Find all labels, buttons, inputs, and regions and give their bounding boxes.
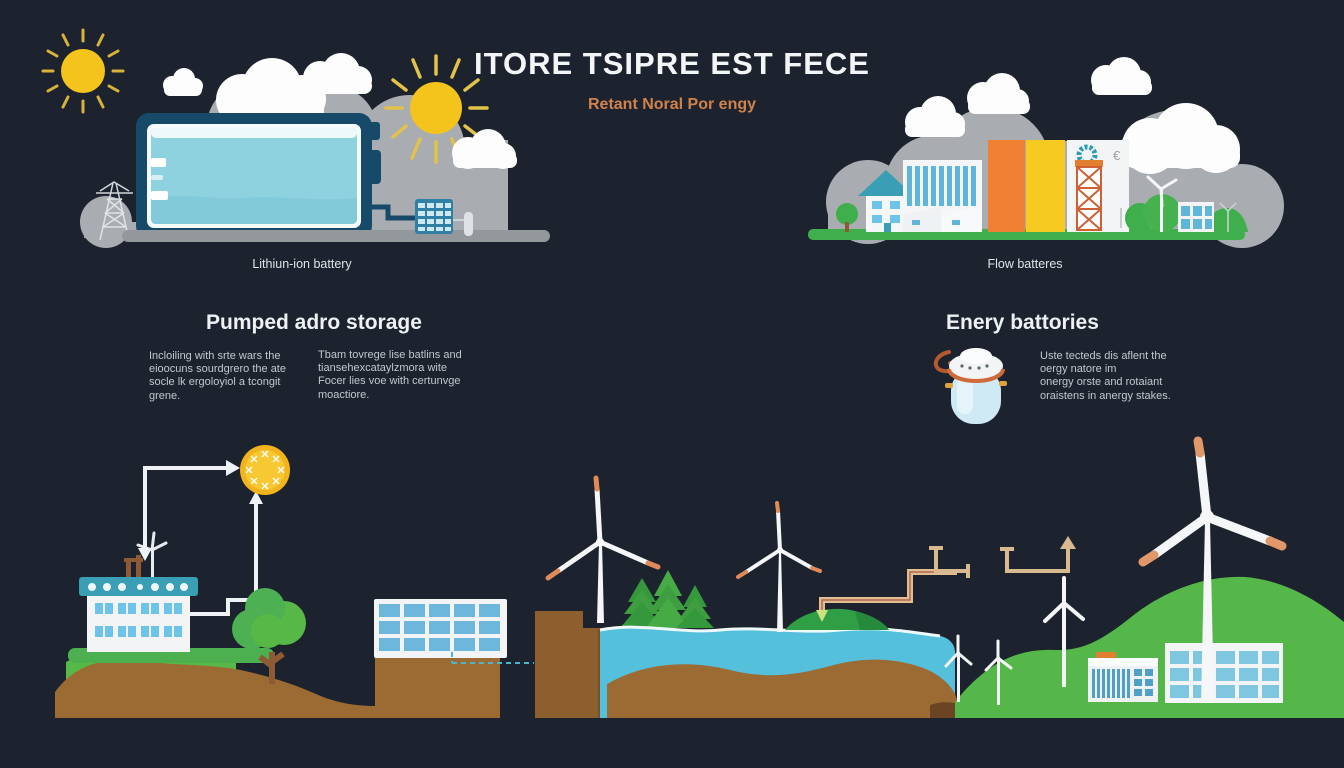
cloud-icon-right (452, 129, 517, 169)
pump-station-building (79, 531, 198, 652)
tree-icon (232, 588, 306, 684)
solar-panel-icon (374, 599, 534, 718)
energy-sun-icon (240, 445, 290, 495)
pumped-storage-col1: Incloiling with srte wars the eioocuns s… (149, 350, 286, 402)
hill-building-large (1165, 643, 1283, 703)
cloud-icon-small (163, 68, 203, 96)
energy-flow-arrows (143, 466, 258, 616)
house-icon-right (1178, 202, 1214, 232)
wind-turbine-icon-2 (736, 501, 822, 632)
pipeline (816, 569, 957, 622)
pumped-storage-heading: Pumped adro storage (206, 311, 422, 334)
energy-batteries-body: Uste tecteds dis aflent the oergy natore… (1040, 350, 1171, 402)
cloud-icons-city (905, 57, 1240, 174)
flow-battery-jar-icon (933, 348, 1007, 424)
euro-glyph: € (1113, 148, 1121, 163)
hill-turbines-small (944, 576, 1085, 705)
storage-panel-orange (988, 140, 1025, 232)
glass-building-icon (903, 160, 982, 232)
sun-icon (41, 28, 125, 114)
seafloor (607, 659, 957, 718)
pine-trees (620, 570, 714, 628)
arrow-heads (138, 460, 263, 561)
battery-illustration (136, 113, 415, 239)
wind-turbine-icon-city (1146, 175, 1237, 232)
page-title: ITORE TSIPRE EST FECE (474, 46, 870, 81)
water-island-shade (855, 611, 889, 630)
house-icon (836, 170, 914, 232)
battery-platform (122, 230, 550, 242)
pumped-storage-col2: Tbam tovrege lise batlins and tiansehexc… (318, 349, 462, 401)
hill-building-striped (1088, 652, 1158, 702)
sun-icon-2 (384, 54, 489, 164)
energy-batteries-heading: Enery battories (946, 311, 1099, 334)
substation-building-icon: € (1067, 140, 1129, 232)
storage-panel-yellow (1026, 140, 1065, 232)
landscape-illustration (55, 436, 1344, 718)
battery-module-icon (415, 199, 473, 236)
wind-turbine-icon-large (1138, 436, 1287, 703)
water-surface-line (599, 625, 941, 638)
wind-turbine-icon-1 (545, 475, 661, 623)
flow-battery-caption: Flow batteres (987, 257, 1063, 271)
pipe-symbols (929, 536, 1076, 578)
page-subtitle: Retant Noral Por engy (587, 96, 757, 113)
dam-cliff (535, 611, 607, 718)
lithium-battery-caption: Lithiun-ion battery (252, 257, 352, 271)
